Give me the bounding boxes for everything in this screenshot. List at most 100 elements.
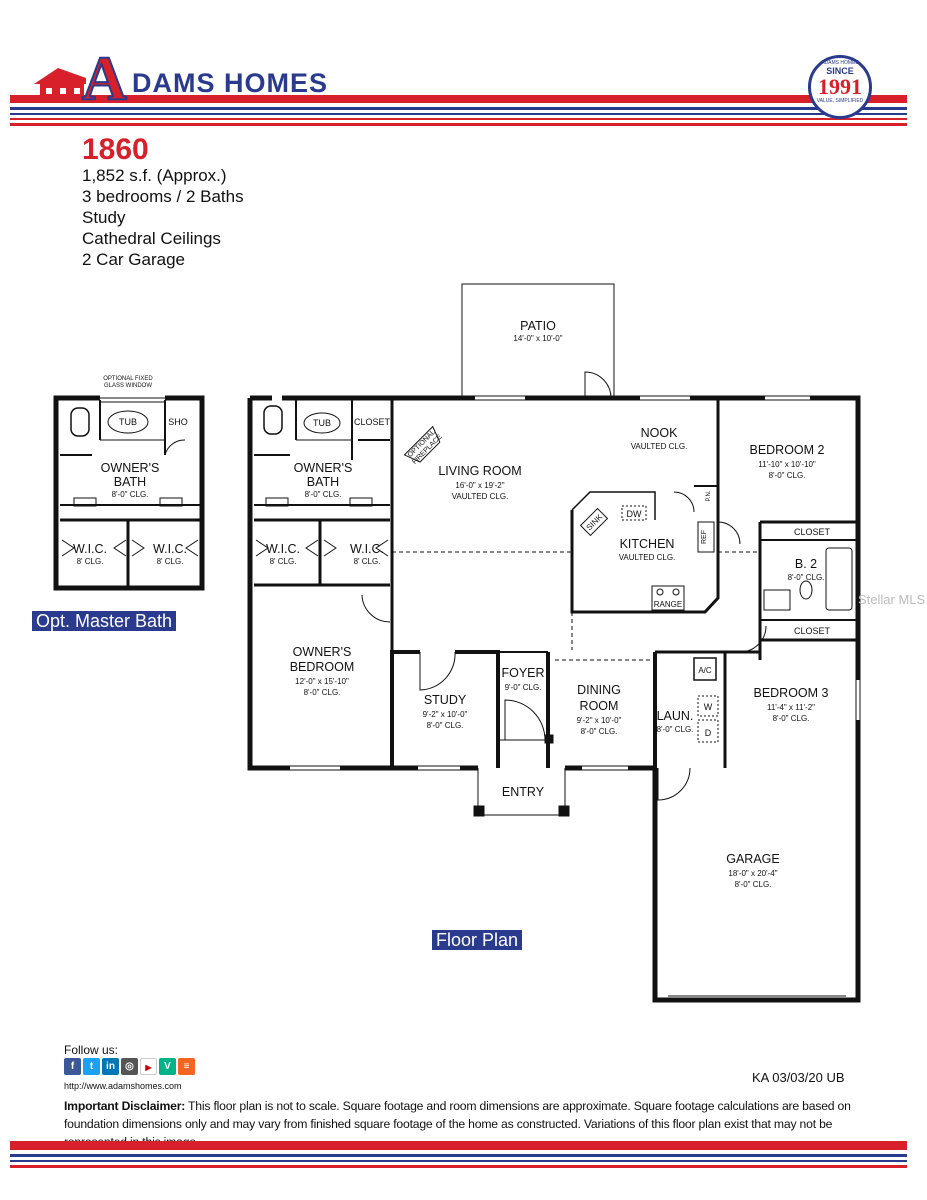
owners-bedroom-clg: 8'-0" CLG. — [304, 688, 341, 697]
linkedin-icon[interactable]: in — [102, 1058, 119, 1075]
dining-dims: 9'-2" x 10'-0" — [577, 716, 622, 725]
owners-tub-label: TUB — [313, 418, 331, 428]
garage-clg: 8'-0" CLG. — [735, 880, 772, 889]
facebook-icon[interactable]: f — [64, 1058, 81, 1075]
bedroom3-clg: 8'-0" CLG. — [773, 714, 810, 723]
rss-icon[interactable]: ≡ — [178, 1058, 195, 1075]
living-room-label: LIVING ROOM — [438, 464, 521, 478]
opt-wic-2-clg: 8' CLG. — [157, 557, 184, 566]
spec-ceilings: Cathedral Ceilings — [82, 229, 221, 248]
spec-garage: 2 Car Garage — [82, 250, 185, 269]
opt-toilet-icon — [70, 407, 90, 437]
mls-watermark: Stellar MLS — [858, 592, 926, 607]
study-label: STUDY — [424, 693, 467, 707]
living-room-clg: VAULTED CLG. — [452, 492, 509, 501]
owners-toilet-icon — [263, 405, 283, 435]
nook-clg: VAULTED CLG. — [631, 442, 688, 451]
instagram-icon[interactable]: ◎ — [121, 1058, 138, 1075]
bath2-label: B. 2 — [795, 557, 817, 571]
laundry-clg: 8'-0" CLG. — [657, 725, 694, 734]
spec-study: Study — [82, 208, 126, 227]
refrigerator-label: REF — [701, 530, 708, 544]
header-stripe-red-2 — [10, 118, 907, 120]
laundry-label: LAUN. — [657, 709, 694, 723]
opt-wic-2: W.I.C. — [153, 542, 187, 556]
wic-1-label: W.I.C. — [266, 542, 300, 556]
dining-clg: 8'-0" CLG. — [581, 727, 618, 736]
kitchen-label: KITCHEN — [620, 537, 675, 551]
nook-label: NOOK — [641, 426, 678, 440]
since-1991-seal: ADAMS HOMES SINCE 1991 VALUE, SIMPLIFIED — [808, 55, 872, 119]
dryer-label: D — [705, 728, 712, 738]
washer-icon — [697, 695, 719, 717]
b2-closet-label: CLOSET — [794, 527, 831, 537]
model-number: 1860 — [82, 133, 149, 166]
wic-2-label: W.I.C. — [350, 542, 384, 556]
dining-name-2: ROOM — [580, 699, 619, 713]
study-dims: 9'-2" x 10'-0" — [423, 710, 468, 719]
spec-sqft: 1,852 s.f. (Approx.) — [82, 166, 227, 185]
header-stripe-red — [10, 95, 907, 103]
header-stripe-red-3 — [10, 123, 907, 126]
patio-outline — [461, 283, 615, 399]
seal-top-text: ADAMS HOMES — [821, 60, 859, 66]
revision-stamp: KA 03/03/20 UB — [752, 1070, 845, 1085]
bedroom2-dims: 11'-10" x 10'-10" — [758, 460, 816, 469]
b3-closet-label: CLOSET — [794, 626, 831, 636]
wic-2-clg: 8' CLG. — [354, 557, 381, 566]
dishwasher-label: DW — [627, 509, 642, 519]
bath2-tub-icon — [825, 547, 853, 611]
opt-window-note-2: GLASS WINDOW — [104, 383, 152, 389]
opt-wic-1: W.I.C. — [73, 542, 107, 556]
bath2-clg: 8'-0" CLG. — [788, 573, 825, 582]
twitter-icon[interactable]: t — [83, 1058, 100, 1075]
opt-sink-right-icon — [159, 497, 183, 507]
living-room-dims: 16'-0" x 19'-2" — [455, 481, 504, 490]
opt-master-bath-caption: Opt. Master Bath — [32, 611, 177, 631]
garage-label: GARAGE — [726, 852, 780, 866]
owners-bedroom-name-2: BEDROOM — [290, 660, 355, 674]
opt-window-note-1: OPTIONAL FIXED — [103, 376, 153, 382]
bedroom3-label: BEDROOM 3 — [753, 686, 828, 700]
bedroom3-dims: 11'-4" x 11'-2" — [767, 703, 815, 712]
dining-name-1: DINING — [577, 683, 621, 697]
seal-tagline: VALUE, SIMPLIFIED — [816, 98, 864, 104]
wic-1-clg: 8' CLG. — [270, 557, 297, 566]
bedroom2-clg: 8'-0" CLG. — [769, 471, 806, 480]
garage-dims: 18'-0" x 20'-4" — [728, 869, 777, 878]
vine-icon[interactable]: V — [159, 1058, 176, 1075]
foyer-label: FOYER — [501, 666, 544, 680]
pantry-label: P.N. — [706, 490, 712, 501]
opt-sink-left-icon — [73, 497, 97, 507]
footer-stripe-blue — [10, 1154, 907, 1157]
bath-closet-label: CLOSET — [354, 417, 391, 427]
owners-bath-clg: 8'-0" CLG. — [305, 490, 342, 499]
owners-bath-name-1: OWNER'S — [294, 461, 353, 475]
study-clg: 8'-0" CLG. — [427, 721, 464, 730]
footer-stripe-red-2 — [10, 1165, 907, 1168]
ac-unit-icon — [693, 657, 717, 681]
footer-stripe-blue-2 — [10, 1160, 907, 1162]
opt-tub-label: TUB — [119, 417, 137, 427]
disclaimer-title: Important Disclaimer: — [64, 1099, 186, 1113]
seal-since: SINCE — [826, 66, 854, 76]
patio-label: PATIO — [520, 319, 556, 333]
youtube-icon[interactable]: ▶ — [140, 1058, 157, 1075]
follow-us-label: Follow us: — [64, 1043, 119, 1057]
foyer-clg: 9'-0" CLG. — [505, 683, 542, 692]
website-url[interactable]: http://www.adamshomes.com — [64, 1081, 182, 1091]
opt-bath-name-1: OWNER'S — [101, 461, 160, 475]
house-exterior-wall — [247, 398, 478, 771]
opt-wic-1-clg: 8' CLG. — [77, 557, 104, 566]
patio-dims: 14'-0" x 10'-0" — [513, 334, 562, 343]
seal-year: 1991 — [818, 74, 862, 99]
entry-label: ENTRY — [502, 785, 545, 799]
owners-bedroom-dims: 12'-0" x 15'-10" — [295, 677, 349, 686]
ac-label: A/C — [698, 666, 712, 675]
dryer-icon — [697, 719, 719, 743]
floor-plan-caption: Floor Plan — [432, 930, 523, 950]
opt-bath-name-2: BATH — [114, 475, 146, 489]
spec-bedrooms: 3 bedrooms / 2 Baths — [82, 187, 244, 206]
sink-label: SINK — [585, 512, 605, 532]
